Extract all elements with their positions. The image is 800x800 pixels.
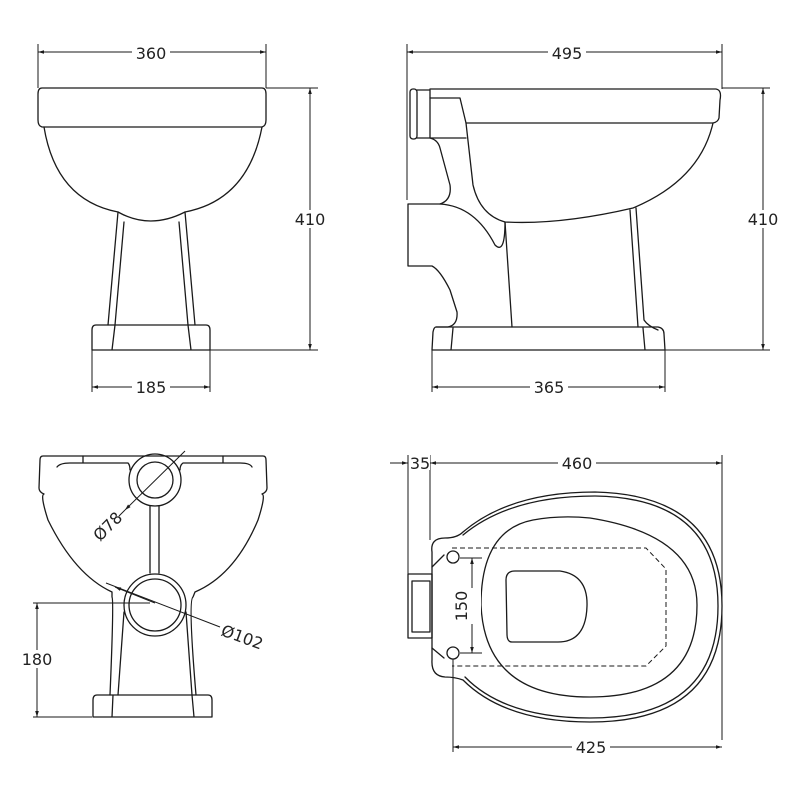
- upper-outlet-diameter-label: Ø78: [89, 508, 126, 545]
- bowl-opening: [505, 570, 588, 643]
- side-rim: [416, 88, 722, 139]
- front-view: 360 410 185: [37, 44, 328, 397]
- side-height-label: 410: [748, 210, 779, 229]
- hinge-block: [407, 573, 433, 639]
- lower-outlet-inner: [128, 578, 182, 632]
- side-outlet: [407, 137, 467, 328]
- seat-inner: [480, 516, 698, 698]
- side-base-depth-label: 365: [534, 378, 565, 397]
- front-base-width-label: 185: [136, 378, 167, 397]
- upper-outlet-outer: [128, 453, 182, 507]
- side-pedestal: [504, 207, 659, 331]
- front-width-label: 360: [136, 44, 167, 63]
- front-rim: [37, 87, 267, 128]
- fixing-hole-bottom: [446, 646, 460, 660]
- fixing-hole-top: [446, 550, 460, 564]
- seat-length-label: 460: [562, 454, 593, 473]
- lower-outlet-outer: [123, 573, 187, 637]
- hinge-offset-label: 35: [410, 454, 430, 473]
- side-depth-label: 495: [552, 44, 583, 63]
- pan-length-label: 425: [576, 738, 607, 757]
- front-height-label: 410: [295, 210, 326, 229]
- cistern-outline-dashed: [452, 547, 667, 667]
- outlet-height-label: 180: [22, 650, 53, 669]
- top-view: 35 460 150 425: [390, 454, 723, 757]
- front-pedestal: [107, 211, 196, 326]
- rear-view: Ø78 Ø102 180: [20, 450, 268, 718]
- side-base: [431, 326, 666, 351]
- front-base: [91, 324, 211, 351]
- rear-base: [92, 694, 213, 718]
- front-bowl: [43, 126, 263, 222]
- rear-body: [38, 455, 268, 696]
- fixing-centres-label: 150: [452, 591, 471, 622]
- side-flange: [409, 88, 418, 140]
- side-view: 495 410 365: [406, 44, 781, 397]
- lower-outlet-diameter-label: Ø102: [219, 621, 266, 654]
- upper-outlet-inner: [136, 461, 174, 499]
- side-bowl: [429, 97, 714, 224]
